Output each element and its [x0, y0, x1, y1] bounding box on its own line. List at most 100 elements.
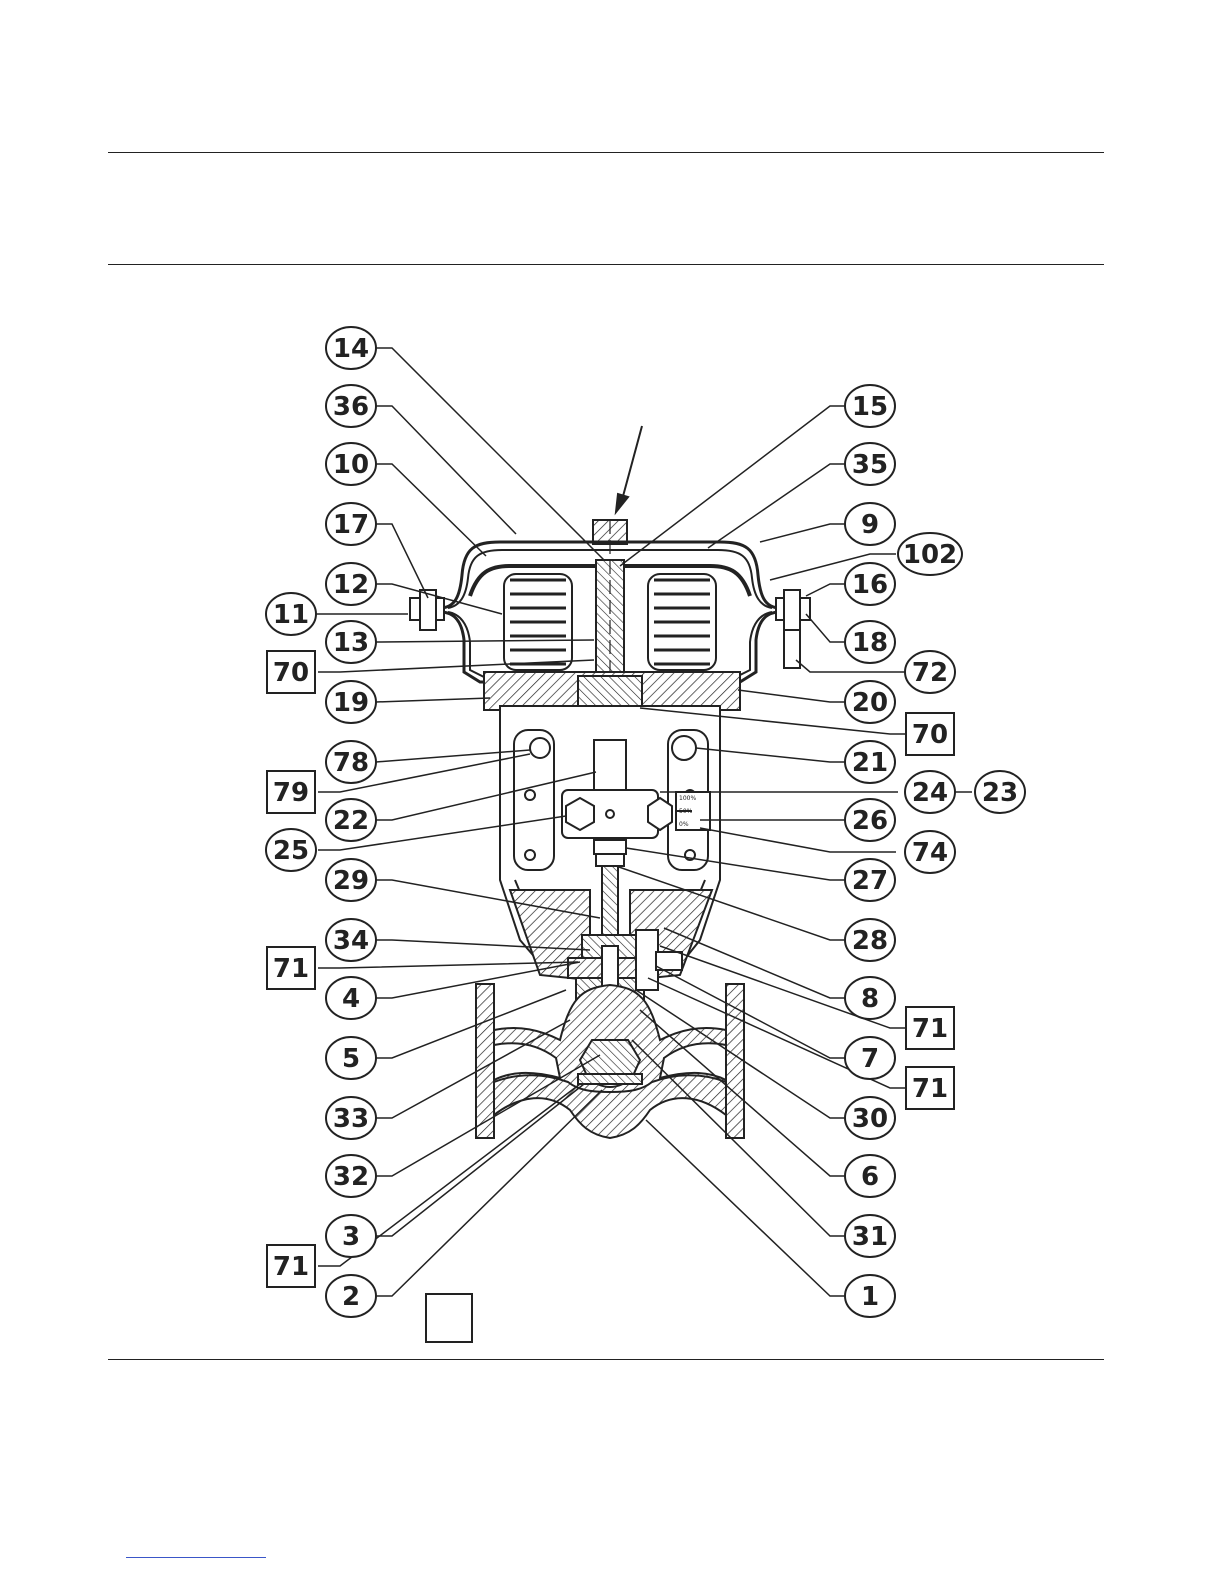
callout-label: 23: [982, 778, 1018, 808]
right-callout-24: 24: [905, 771, 955, 813]
callout-label: 10: [333, 450, 369, 480]
callout-label: 32: [333, 1162, 369, 1192]
footer-link-underline[interactable]: [126, 1557, 266, 1558]
callout-label: 24: [912, 778, 948, 808]
callout-label: 22: [333, 806, 369, 836]
left-callout-32: 32: [326, 1155, 376, 1197]
callout-label: 72: [912, 658, 948, 688]
callout-label: 8: [861, 984, 879, 1014]
callout-label: 4: [342, 984, 360, 1014]
callout-label: 78: [333, 748, 369, 778]
callout-label: 14: [333, 334, 369, 364]
callout-label: 71: [912, 1014, 948, 1044]
callout-label: 30: [852, 1104, 888, 1134]
callout-label: 21: [852, 748, 888, 778]
right-callout-74: 74: [905, 831, 955, 873]
left-callout-11: 11: [266, 593, 316, 635]
left-callout-22: 22: [326, 799, 376, 841]
callout-label: 33: [333, 1104, 369, 1134]
callout-label: 70: [273, 658, 309, 688]
right-callout-30: 30: [845, 1097, 895, 1139]
callout-label: 11: [273, 600, 309, 630]
callout-label: 15: [852, 392, 888, 422]
callout-label: 16: [852, 570, 888, 600]
right-callout-1: 1: [845, 1275, 895, 1317]
callout-label: 71: [273, 1252, 309, 1282]
callout-label: 36: [333, 392, 369, 422]
callout-label: 29: [333, 866, 369, 896]
right-callout-27: 27: [845, 859, 895, 901]
right-callout-16: 16: [845, 563, 895, 605]
right-callout-8: 8: [845, 977, 895, 1019]
callout-label: 7: [861, 1044, 879, 1074]
callout-label: 2: [342, 1282, 360, 1312]
left-callout-78: 78: [326, 741, 376, 783]
right-callout-7: 7: [845, 1037, 895, 1079]
right-callout-35: 35: [845, 443, 895, 485]
callout-label: 20: [852, 688, 888, 718]
left-callout-34: 34: [326, 919, 376, 961]
air-inlet-arrow: [616, 426, 642, 512]
right-callout-31: 31: [845, 1215, 895, 1257]
callout-label: 12: [333, 570, 369, 600]
callout-label: 79: [273, 778, 309, 808]
left-callout-25: 25: [266, 829, 316, 871]
left-callouts: 14 36 10 17 12 11 13 70 19 78 79 22 25 29 34 71 4 5 33 32 3 7…: [266, 327, 376, 1317]
callout-label: 6: [861, 1162, 879, 1192]
right-callout-70: 70: [906, 713, 954, 755]
callout-label: 5: [342, 1044, 360, 1074]
right-callout-6: 6: [845, 1155, 895, 1197]
callout-label: 28: [852, 926, 888, 956]
callout-label: 34: [333, 926, 369, 956]
callout-label: 25: [273, 836, 309, 866]
valve-plug: [580, 1040, 640, 1078]
right-callout-26: 26: [845, 799, 895, 841]
left-callout-14: 14: [326, 327, 376, 369]
callout-label: 71: [912, 1074, 948, 1104]
left-callout-33: 33: [326, 1097, 376, 1139]
left-callout-70: 70: [267, 651, 315, 693]
callout-label: 9: [861, 510, 879, 540]
left-callout-4: 4: [326, 977, 376, 1019]
left-callout-79: 79: [267, 771, 315, 813]
callout-label: 13: [333, 628, 369, 658]
right-callout-21: 21: [845, 741, 895, 783]
callout-label: 1: [861, 1282, 879, 1312]
callout-label: 27: [852, 866, 888, 896]
spring-right: [648, 574, 716, 670]
seat-ring: [578, 1074, 642, 1084]
right-callout-71: 71: [906, 1007, 954, 1049]
right-callout-9: 9: [845, 503, 895, 545]
left-callout-2: 2: [326, 1275, 376, 1317]
left-callout-71: 71: [267, 1245, 315, 1287]
left-callout-19: 19: [326, 681, 376, 723]
spring-left: [504, 574, 572, 670]
left-callout-3: 3: [326, 1215, 376, 1257]
callout-label: 70: [912, 720, 948, 750]
right-callout-72: 72: [905, 651, 955, 693]
callout-label: 102: [903, 540, 957, 570]
left-callout-10: 10: [326, 443, 376, 485]
callout-label: 18: [852, 628, 888, 658]
scale-plate-label: 100%: [679, 795, 696, 802]
scale-plate-label: 50%: [679, 808, 693, 815]
right-callout-18: 18: [845, 621, 895, 663]
right-callout-15: 15: [845, 385, 895, 427]
left-callout-29: 29: [326, 859, 376, 901]
callout-label: 26: [852, 806, 888, 836]
blank-reference-box: [426, 1294, 472, 1342]
scale-plate-label: 0%: [679, 821, 689, 828]
left-callout-5: 5: [326, 1037, 376, 1079]
valve-body: [476, 984, 744, 1138]
left-callout-13: 13: [326, 621, 376, 663]
right-callout-20: 20: [845, 681, 895, 723]
callout-label: 17: [333, 510, 369, 540]
callout-label: 74: [912, 838, 948, 868]
right-callout-23: 23: [975, 771, 1025, 813]
right-callout-71: 71: [906, 1067, 954, 1109]
callout-label: 35: [852, 450, 888, 480]
callout-label: 3: [342, 1222, 360, 1252]
callout-label: 71: [273, 954, 309, 984]
